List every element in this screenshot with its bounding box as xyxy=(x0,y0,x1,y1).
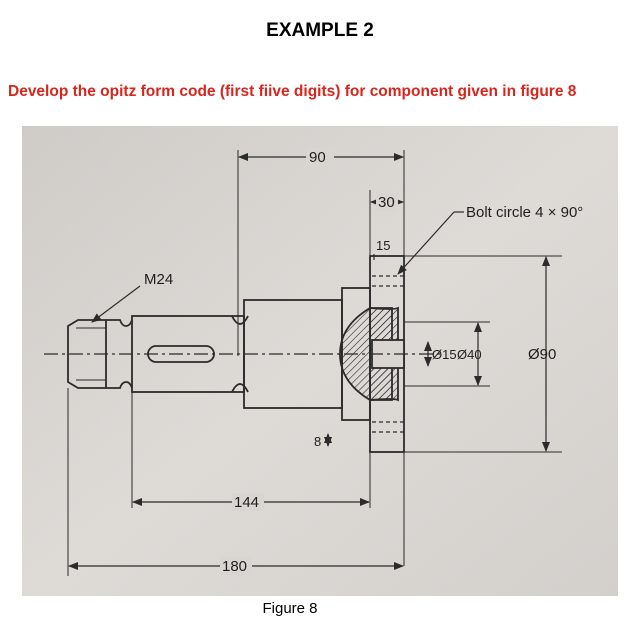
engineering-drawing: 90 30 15 M24 Bolt circle 4 × 90° Ø15 Ø40… xyxy=(22,126,618,596)
label-dia90: Ø90 xyxy=(528,346,556,363)
figure-caption: Figure 8 xyxy=(262,600,318,617)
label-8: 8 xyxy=(314,434,321,449)
label-dia15: Ø15 xyxy=(432,347,457,362)
label-bolt-circle: Bolt circle 4 × 90° xyxy=(466,204,583,221)
label-15: 15 xyxy=(376,238,390,253)
paper-background xyxy=(22,126,618,596)
label-90: 90 xyxy=(309,149,326,166)
groove-2 xyxy=(231,315,249,325)
label-m24: M24 xyxy=(144,271,173,288)
label-180: 180 xyxy=(222,558,247,575)
dimension-labels: 90 30 15 M24 Bolt circle 4 × 90° Ø15 Ø40… xyxy=(144,148,583,575)
groove-1 xyxy=(106,319,133,327)
leader-bolt-circle xyxy=(397,211,455,275)
bolt-holes xyxy=(372,275,404,433)
label-dia40: Ø40 xyxy=(457,347,482,362)
drawing-svg: 90 30 15 M24 Bolt circle 4 × 90° Ø15 Ø40… xyxy=(22,126,618,596)
instruction-text: Develop the opitz form code (first fiive… xyxy=(8,83,577,100)
page-heading: EXAMPLE 2 xyxy=(266,20,374,41)
leader-m24 xyxy=(91,285,141,323)
label-144: 144 xyxy=(234,494,259,511)
label-30: 30 xyxy=(378,194,395,211)
